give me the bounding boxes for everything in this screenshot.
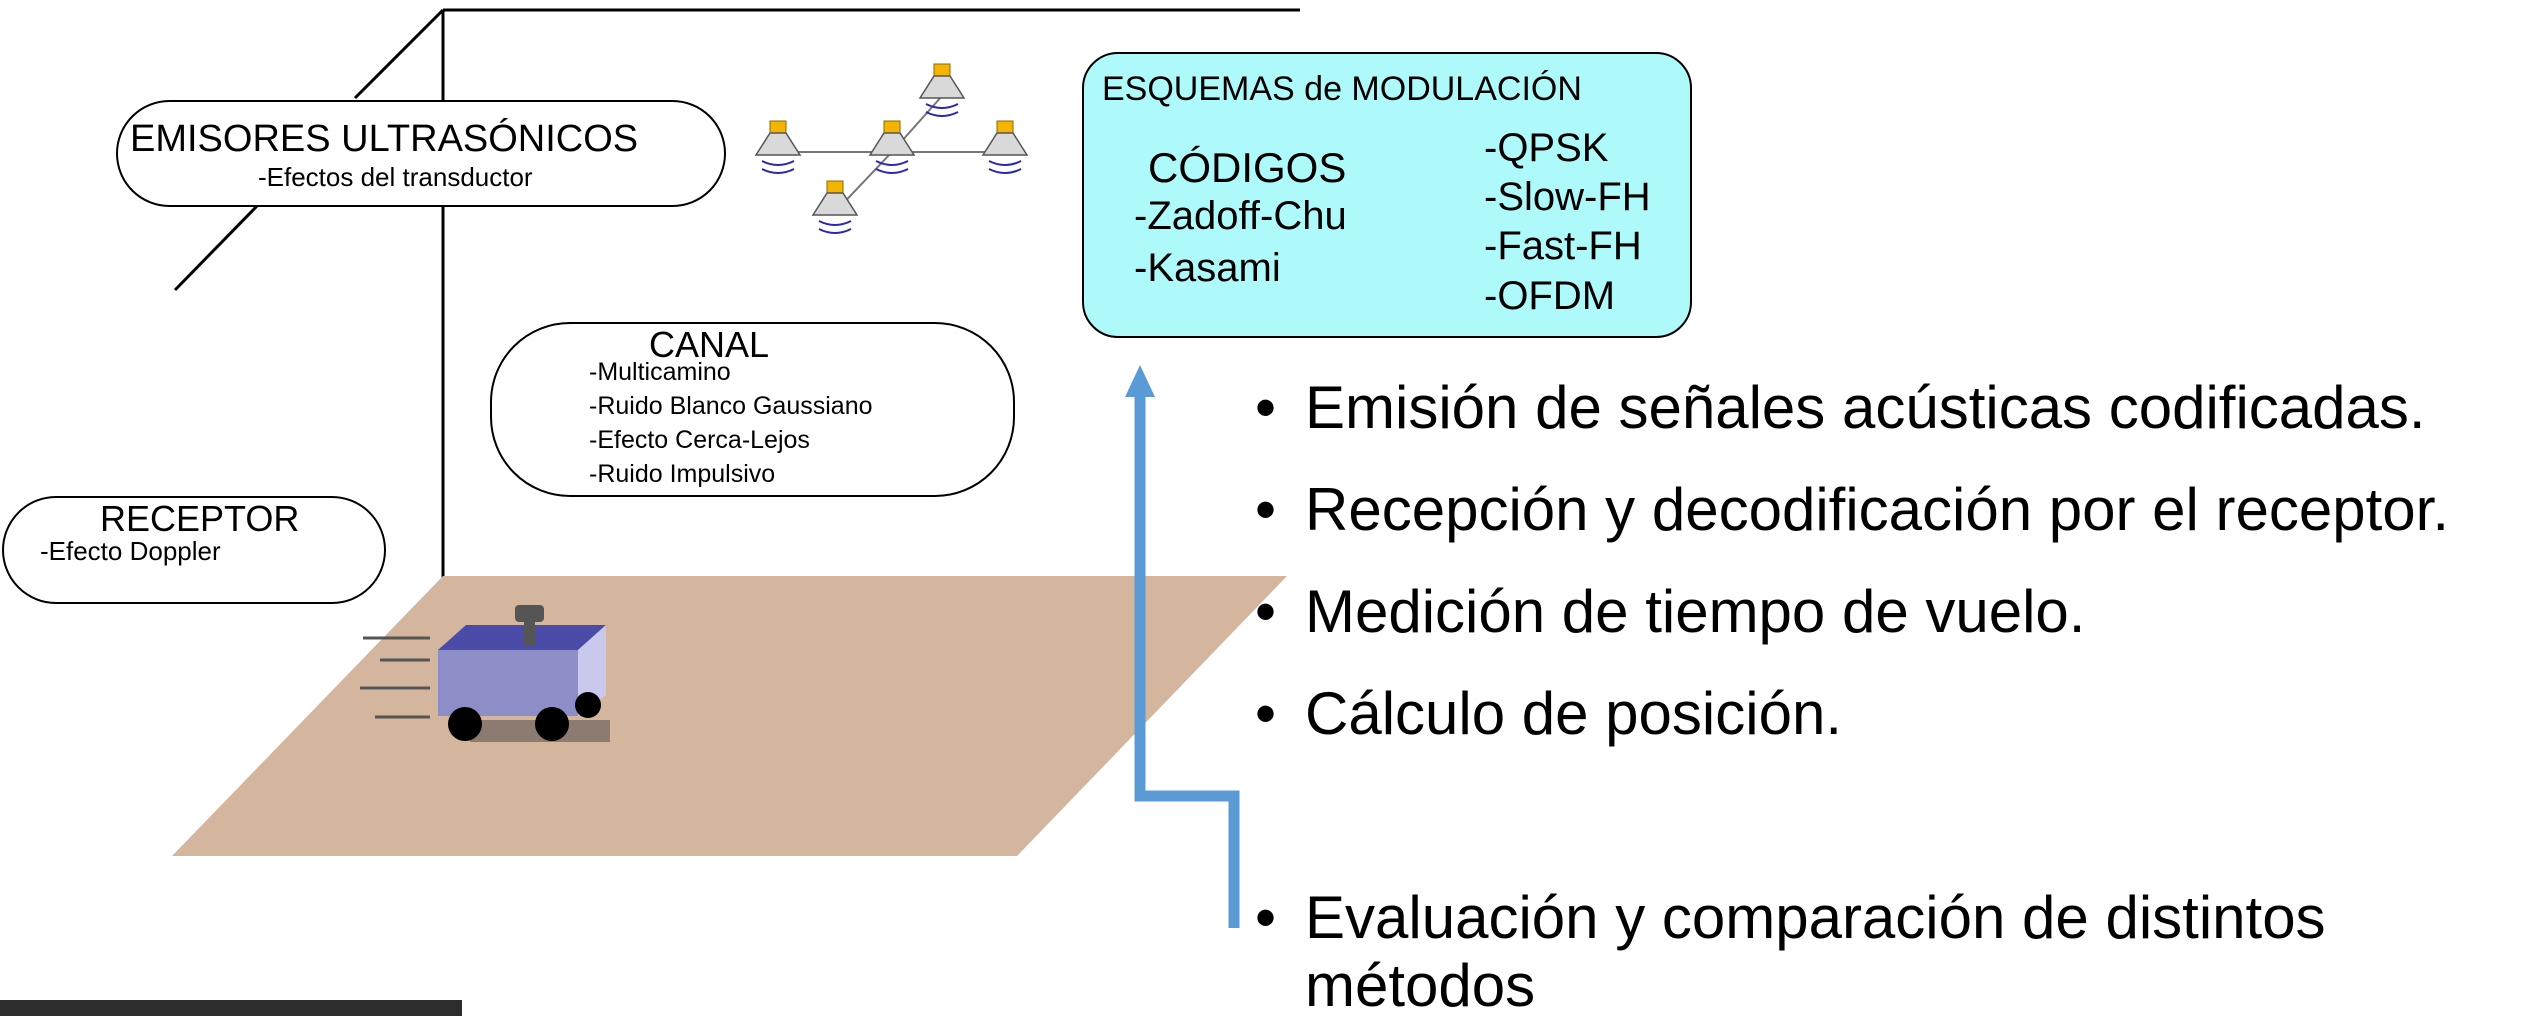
logo-strip <box>0 1000 462 1016</box>
bullet-text: Cálculo de posición. <box>1305 680 1842 747</box>
bullet-text: Medición de tiempo de vuelo. <box>1305 578 2086 645</box>
speaker-icon <box>868 120 916 174</box>
speaker-icon <box>811 180 859 234</box>
scheme-ofdm: -OFDM <box>1484 274 1616 318</box>
scheme-fast-fh: -Fast-FH <box>1484 224 1642 268</box>
bullet-dot: • <box>1255 680 1277 747</box>
bullet-dot: • <box>1255 578 1277 645</box>
speaker-icon <box>754 120 802 174</box>
speaker-icon <box>981 120 1029 174</box>
floor-plane <box>172 576 1287 856</box>
codigo-zadoff-chu: -Zadoff-Chu <box>1134 194 1347 238</box>
canal-item-cerca-lejos: -Efecto Cerca-Lejos <box>589 426 810 454</box>
receptor-box: RECEPTOR -Efecto Doppler <box>2 496 386 604</box>
robot-icon <box>360 605 610 742</box>
codigos-title: CÓDIGOS <box>1148 144 1347 191</box>
emisores-box: EMISORES ULTRASÓNICOS -Efectos del trans… <box>116 100 726 207</box>
receptor-title: RECEPTOR <box>100 498 300 539</box>
canal-item-impulsivo: -Ruido Impulsivo <box>589 460 776 488</box>
canal-item-multicamino: -Multicamino <box>589 358 731 386</box>
modulation-box: ESQUEMAS de MODULACIÓN CÓDIGOS -Zadoff-C… <box>1082 52 1692 338</box>
emisores-subtitle: -Efectos del transductor <box>258 162 533 192</box>
room-diagonal-top <box>353 8 445 100</box>
canal-title: CANAL <box>649 324 770 365</box>
bullet-dot: • <box>1255 476 1277 543</box>
codigo-kasami: -Kasami <box>1134 246 1281 290</box>
bullet-text-line2: métodos <box>1305 952 1536 1019</box>
emisores-title: EMISORES ULTRASÓNICOS <box>130 118 639 160</box>
scheme-qpsk: -QPSK <box>1484 126 1609 170</box>
canal-item-ruido-blanco: -Ruido Blanco Gaussiano <box>589 392 873 420</box>
scheme-slow-fh: -Slow-FH <box>1484 175 1651 219</box>
bullet-text: Emisión de señales acústicas codificadas… <box>1305 374 2426 441</box>
speaker-icon <box>918 63 966 117</box>
flow-arrow <box>1125 365 1240 928</box>
modulation-title: ESQUEMAS de MODULACIÓN <box>1102 70 1582 108</box>
speaker-icons <box>754 63 1029 234</box>
room-diagonal-bottom <box>173 203 260 292</box>
bullet-text: Recepción y decodificación por el recept… <box>1305 476 2449 543</box>
receptor-subtitle: -Efecto Doppler <box>40 536 221 566</box>
bullet-text-line1: Evaluación y comparación de distintos <box>1305 884 2326 951</box>
bullet-dot: • <box>1255 374 1277 441</box>
bullet-dot: • <box>1255 884 1277 951</box>
canal-box: CANAL -Multicamino -Ruido Blanco Gaussia… <box>490 322 1015 497</box>
